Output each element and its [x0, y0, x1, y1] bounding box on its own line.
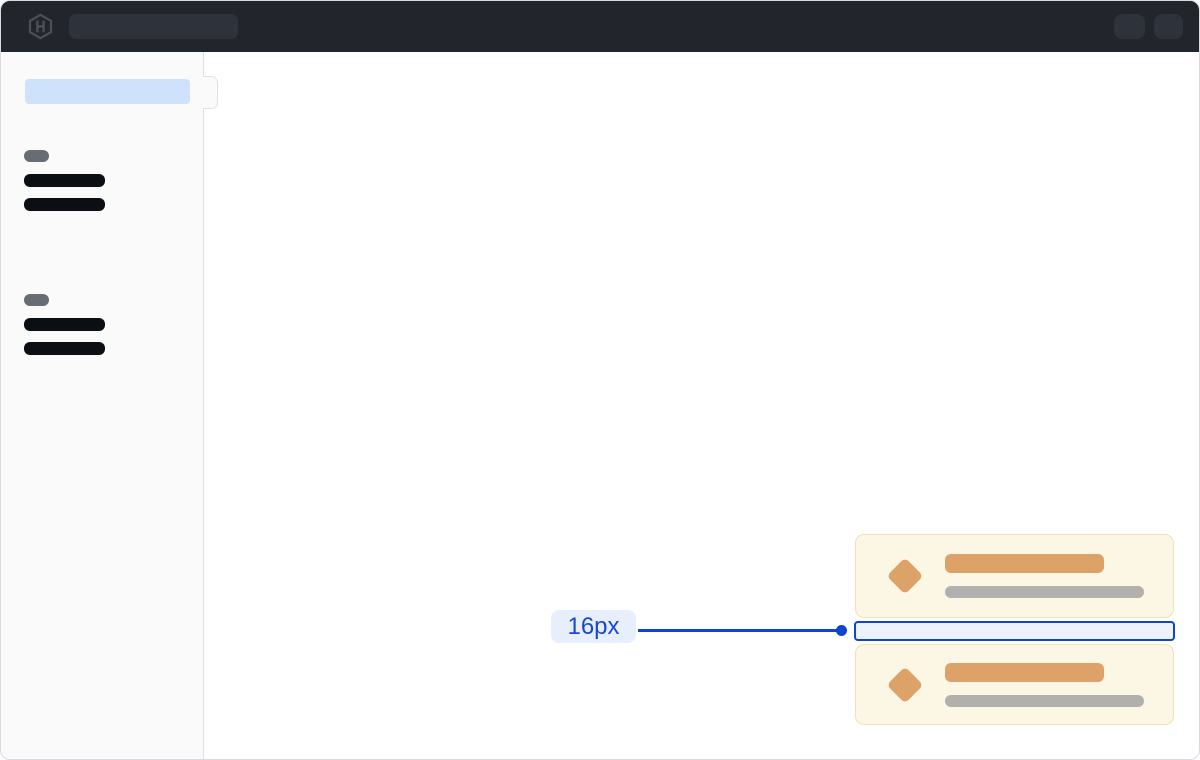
sidebar	[1, 52, 204, 759]
global-search-skeleton[interactable]	[69, 14, 238, 39]
card-subtitle-skeleton	[945, 694, 1144, 707]
topbar-action-skeleton[interactable]	[1154, 14, 1183, 39]
measure-connector-line	[638, 629, 839, 632]
sidebar-item-skeleton[interactable]	[24, 198, 105, 211]
sidebar-section-label-skeleton	[24, 294, 49, 306]
top-nav-bar	[1, 1, 1199, 52]
card[interactable]	[855, 644, 1174, 725]
card-title-skeleton	[945, 554, 1104, 573]
main-content: 16px	[205, 52, 1199, 759]
diamond-icon	[886, 666, 924, 704]
topbar-action-skeleton[interactable]	[1114, 14, 1145, 39]
sidebar-collapse-toggle[interactable]	[203, 76, 218, 109]
hashicorp-logo-icon	[28, 13, 53, 40]
sidebar-section-label-skeleton	[24, 150, 49, 162]
sidebar-item-skeleton[interactable]	[24, 342, 105, 355]
card[interactable]	[855, 534, 1174, 618]
measure-connector-dot	[836, 625, 847, 636]
sidebar-active-item-skeleton[interactable]	[25, 79, 190, 104]
spacing-highlight	[854, 621, 1175, 641]
diamond-icon	[886, 557, 924, 595]
card-subtitle-skeleton	[945, 586, 1144, 598]
card-title-skeleton	[945, 662, 1104, 682]
sidebar-item-skeleton[interactable]	[24, 174, 105, 187]
sidebar-item-skeleton[interactable]	[24, 318, 105, 331]
measure-label: 16px	[551, 610, 636, 643]
